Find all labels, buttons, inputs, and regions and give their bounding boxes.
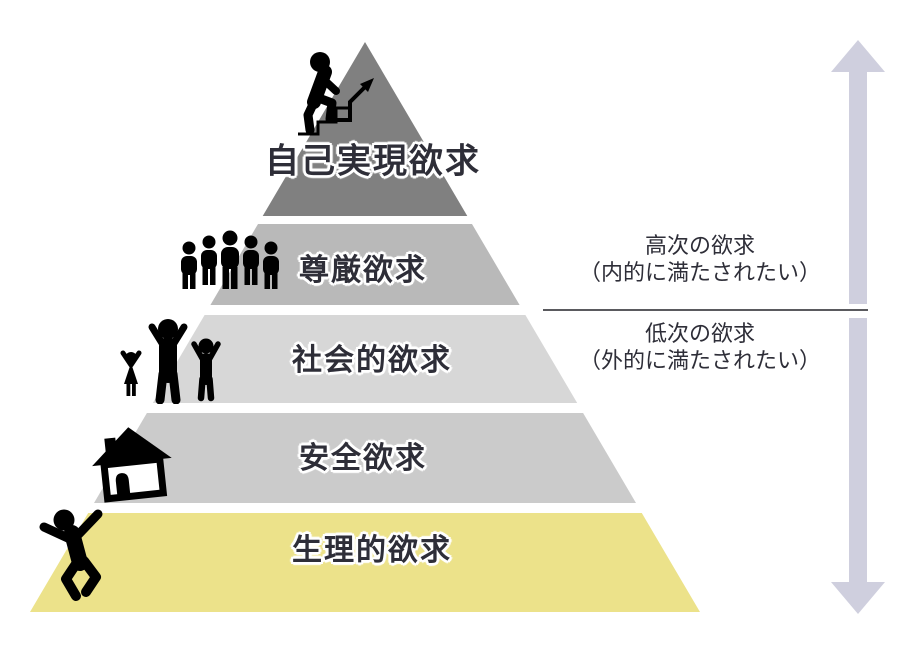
level-label-self-actualization: 自己実現欲求 [265, 142, 481, 181]
pyramid-level-self-actualization [262, 42, 468, 216]
level-label-social: 社会的欲求 [292, 344, 452, 377]
child-left [120, 350, 142, 396]
person-4 [243, 235, 259, 285]
higher-needs-line2: （内的に満たされたい） [578, 260, 822, 286]
child-right [191, 338, 221, 402]
pyramid-level-esteem [210, 224, 520, 305]
up-arrow-icon [831, 40, 885, 304]
person-2 [201, 235, 217, 285]
level-label-safety: 安全欲求 [299, 442, 427, 475]
down-arrow-icon [831, 318, 885, 614]
person-3-front [221, 230, 239, 289]
house-icon [90, 422, 174, 504]
pyramid-level-physiological [30, 513, 700, 612]
adult-center [148, 319, 188, 404]
person-1 [181, 241, 197, 289]
higher-needs-line1: 高次の欲求 [644, 233, 756, 258]
stairs-climbing-person-icon [288, 50, 398, 138]
higher-needs-annotation: 高次の欲求 （内的に満たされたい） [579, 232, 821, 287]
lower-needs-line2: （外的に満たされたい） [578, 348, 822, 374]
family-icon [116, 318, 230, 404]
lower-needs-annotation: 低次の欲求 （外的に満たされたい） [579, 320, 821, 375]
jumping-person-icon [34, 507, 124, 609]
level-label-esteem: 尊厳欲求 [299, 254, 427, 287]
lower-needs-line1: 低次の欲求 [644, 321, 756, 346]
group-of-people-icon [176, 229, 284, 303]
level-label-physiological: 生理的欲求 [292, 534, 452, 567]
pyramid-level-safety [94, 413, 636, 503]
pyramid-level-social [152, 315, 578, 403]
person-5 [263, 241, 279, 289]
